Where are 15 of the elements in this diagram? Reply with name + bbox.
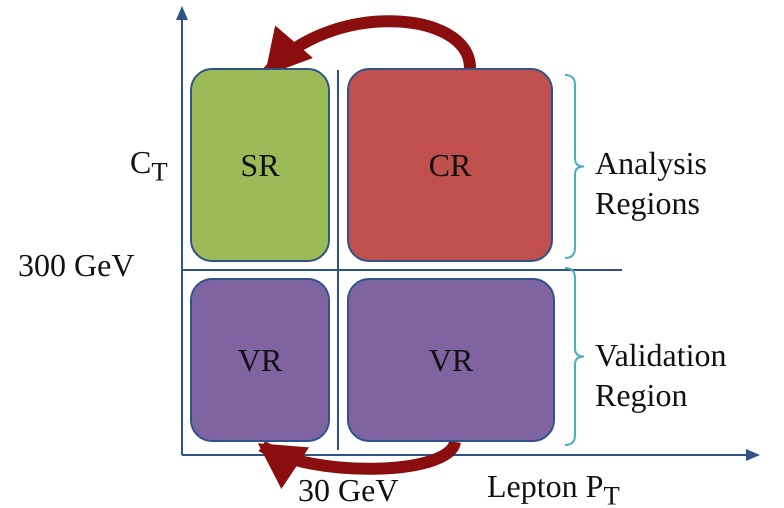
signal-region-box <box>190 68 330 262</box>
control-region-box <box>347 68 553 262</box>
region-name: SR <box>240 146 280 184</box>
axis-label: C$_{T}$ <box>130 143 168 188</box>
axis-tick-label: 30 GeV <box>298 471 398 508</box>
region-group-label: Analysis Regions <box>595 144 708 223</box>
region-name: VR <box>428 342 474 378</box>
region-group-label: Validation Region <box>595 336 728 415</box>
validation-region-box <box>190 278 330 442</box>
curved-arrow <box>258 439 460 487</box>
validation-region-box <box>347 278 555 442</box>
region-name: VR <box>238 342 282 378</box>
axis-tick-label: 300 GeV <box>18 246 134 285</box>
region-name: CR <box>428 146 472 184</box>
axis-label: Lepton P$_{T}$ <box>487 467 620 508</box>
